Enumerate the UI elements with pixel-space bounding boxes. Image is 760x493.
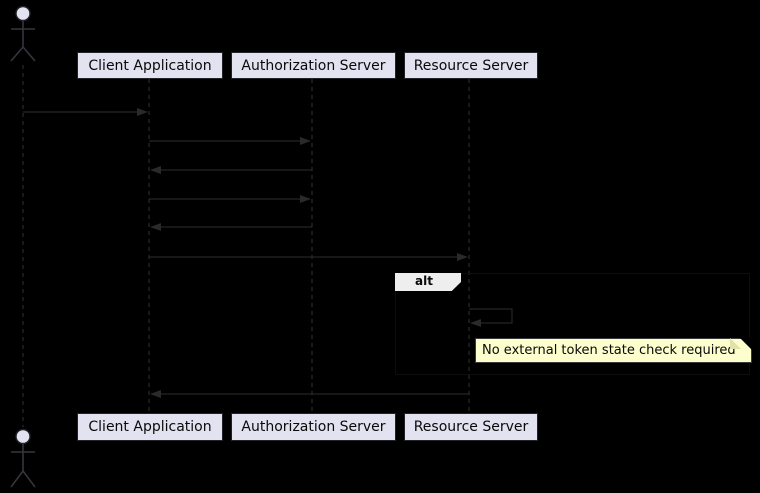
participant-label: Authorization Server — [241, 57, 386, 74]
message-arrow-7-self — [469, 308, 513, 327]
participant-resource-server-top: Resource Server — [404, 52, 538, 79]
participant-label: Resource Server — [413, 419, 529, 435]
alt-fragment-border — [395, 273, 750, 375]
participant-client-application-bottom: Client Application — [77, 413, 223, 441]
note-box: No external token state check required — [475, 338, 752, 363]
actor-figure-top — [10, 5, 36, 62]
note-fold-icon — [730, 338, 741, 349]
note-text: No external token state check required — [482, 343, 736, 358]
alt-fragment-operator-label: alt — [395, 273, 461, 291]
participant-authorization-server-bottom: Authorization Server — [231, 413, 396, 441]
actor-figure-bottom — [10, 428, 36, 488]
alt-operator-text: alt — [415, 274, 433, 288]
participant-client-application-top: Client Application — [77, 52, 223, 79]
participant-authorization-server-top: Authorization Server — [231, 52, 396, 79]
participant-resource-server-bottom: Resource Server — [404, 413, 538, 441]
participant-label: Client Application — [88, 57, 212, 74]
participant-label: Authorization Server — [241, 419, 386, 435]
note-fold-cut — [740, 338, 752, 350]
participant-label: Client Application — [88, 419, 212, 435]
participant-label: Resource Server — [413, 57, 529, 74]
